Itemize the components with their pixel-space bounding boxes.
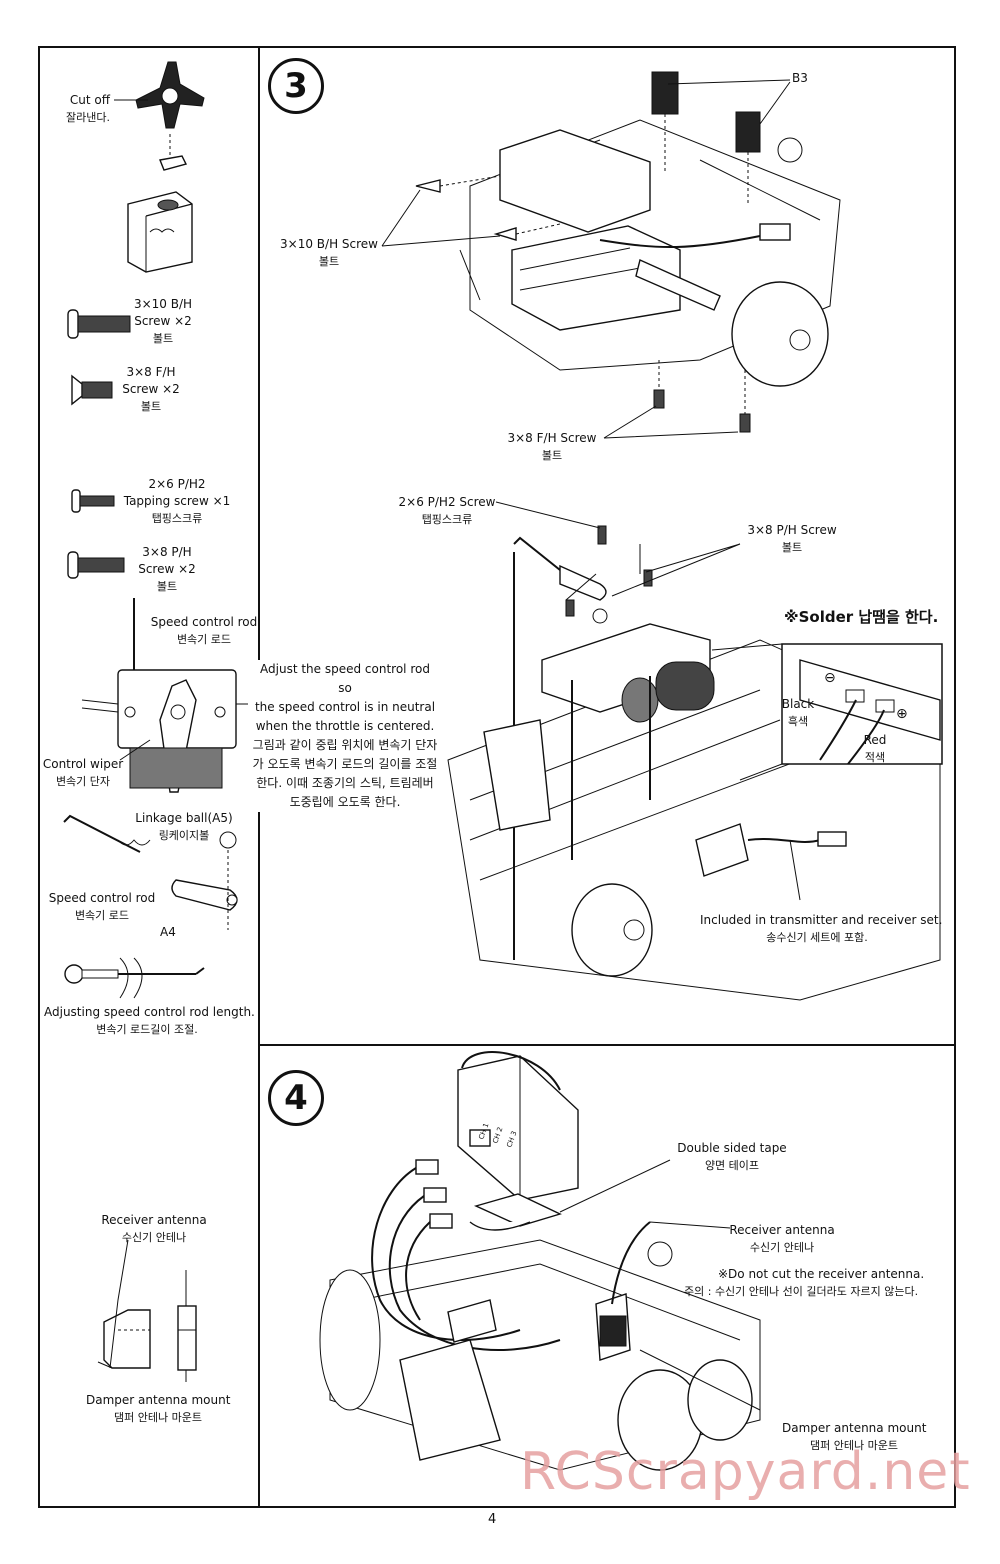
rod-length-adjust-illustration (64, 957, 205, 999)
included-set-label: Included in transmitter and receiver set… (700, 913, 943, 944)
screw-3x8-ph-label: 3×8 P/H Screw ×2 볼트 (138, 545, 196, 593)
b3-label: B3 (792, 71, 808, 85)
page-frame (38, 46, 956, 1508)
solder-note: ※Solder 납땜을 한다. (784, 608, 939, 626)
page-number: 4 (488, 1512, 497, 1527)
speed-control-rod-mid-label: Speed control rod 변속기 로드 (48, 891, 156, 922)
linkage-ball-label: Linkage ball(A5) 링케이지볼 (135, 811, 233, 842)
screw-2x6-tapping-illustration (71, 489, 115, 513)
control-wiper-label: Control wiper 변속기 단자 (42, 757, 124, 788)
screw-3x10-label: 3×10 B/H Screw ×2 볼트 (133, 297, 193, 345)
antenna-warning: ※Do not cut the receiver antenna. 주의 : 수… (684, 1267, 925, 1298)
minus-terminal: ⊖ (824, 670, 836, 686)
speed-control-rod-label: Speed control rod 변속기 로드 (150, 615, 258, 646)
servo-body-illustration (127, 191, 193, 273)
servo-horn-illustration (114, 61, 205, 171)
screw-3x8-fh-illustration (71, 374, 113, 406)
screw-3x8-ph-illustration (67, 551, 125, 579)
solder-detail-illustration (711, 643, 943, 781)
step4-receiver-illustration (319, 1051, 761, 1471)
black-wire-label: Black 흑색 (781, 697, 815, 728)
screw-3x8-fh-label: 3×8 F/H Screw ×2 볼트 (122, 365, 180, 413)
receiver-antenna-left-label: Receiver antenna 수신기 안테나 (101, 1213, 207, 1244)
screw-3x10-step3-label: 3×10 B/H Screw 볼트 (280, 237, 378, 268)
a4-label: A4 (160, 925, 176, 939)
step-4-badge: 4 (268, 1070, 324, 1126)
linkage-parts-illustration (63, 814, 238, 930)
screw-3x8-ph-step3-label: 3×8 P/H Screw 볼트 (747, 523, 837, 554)
antenna-mount-illustration (97, 1239, 197, 1382)
damper-mount-step4-label: Damper antenna mount 댐퍼 안테나 마운트 (782, 1421, 927, 1452)
step3-esc-illustration (447, 501, 941, 1001)
damper-mount-left-label: Damper antenna mount 댐퍼 안테나 마운트 (86, 1393, 231, 1424)
adjusting-rod-label: Adjusting speed control rod length. 변속기 … (44, 1005, 255, 1036)
red-wire-label: Red 적색 (863, 733, 887, 764)
screw-2x6-step3-label: 2×6 P/H2 Screw 탭핑스크류 (398, 495, 496, 526)
step-3-badge: 3 (268, 58, 324, 114)
screw-2x6-label: 2×6 P/H2 Tapping screw ×1 탭핑스크류 (123, 477, 231, 525)
receiver-antenna-step4-label: Receiver antenna 수신기 안테나 (729, 1223, 835, 1254)
screw-3x8-fh-step3-label: 3×8 F/H Screw 볼트 (507, 431, 597, 462)
adjust-note: Adjust the speed control rod so the spee… (252, 660, 438, 812)
screw-3x10-bh-illustration (67, 309, 131, 339)
watermark: RCScrapyard.net (520, 1442, 971, 1502)
double-sided-tape-label: Double sided tape 양면 테이프 (677, 1141, 787, 1172)
plus-terminal: ⊕ (896, 706, 908, 722)
step-divider (258, 1044, 956, 1046)
step3-chassis-illustration (381, 71, 841, 439)
speed-controller-illustration (81, 598, 248, 793)
